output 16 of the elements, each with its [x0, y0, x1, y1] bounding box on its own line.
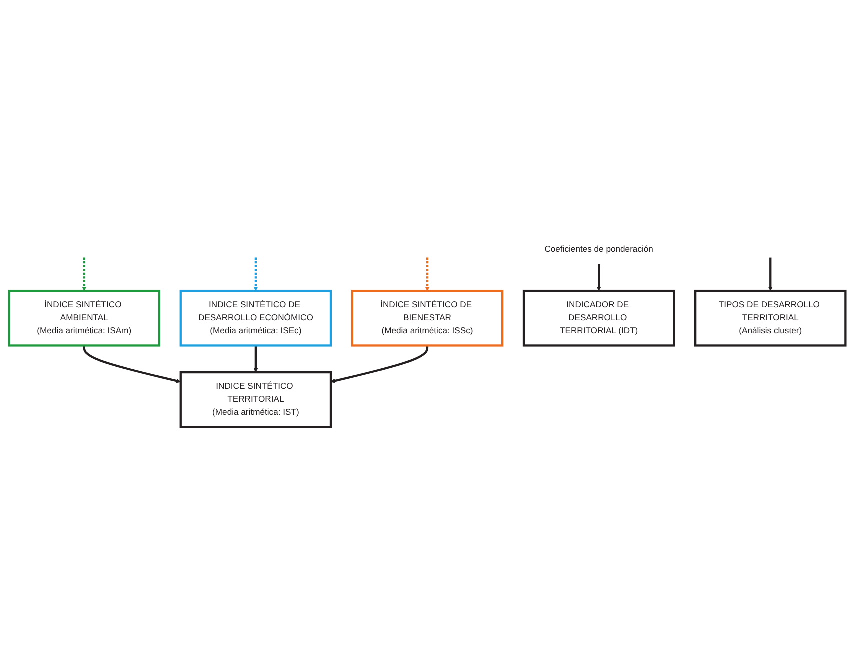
- node-box: [180, 290, 332, 348]
- arrow: [425, 258, 430, 292]
- node-box: [522, 290, 676, 348]
- arrow: [768, 258, 773, 292]
- node-text: Coeficientes de ponderación: [544, 245, 654, 254]
- node-box: [180, 372, 332, 429]
- arrow: [82, 258, 87, 292]
- arrow: [254, 258, 258, 292]
- node-box: [694, 290, 847, 348]
- arrow: [254, 346, 258, 373]
- arrow: [596, 264, 602, 292]
- arrow: [83, 346, 182, 384]
- node-box: [351, 290, 504, 348]
- arrow: [330, 346, 429, 384]
- node-box: [8, 290, 160, 348]
- flowchart-drawing: ÍNDICE SINTÉTICO AMBIENTAL (Media aritmética: ISAm) INDICE SINTÉTICO DE DESARROLLO ECONÓMICO (Media aritmética: ISEc) ÍNDICE SINTÉTICO DE BIENESTAR (Media aritmética: ISSc) INDICE SINTÉTICO TERRITORIAL (Media aritmética: IST) Coeficientes de ponderación INDICADOR DE DESARROLLO TERRITORIAL (IDT) TIPOS DE DESARROLLO TERRITORIAL (Análisis cluster): [5, 231, 850, 432]
